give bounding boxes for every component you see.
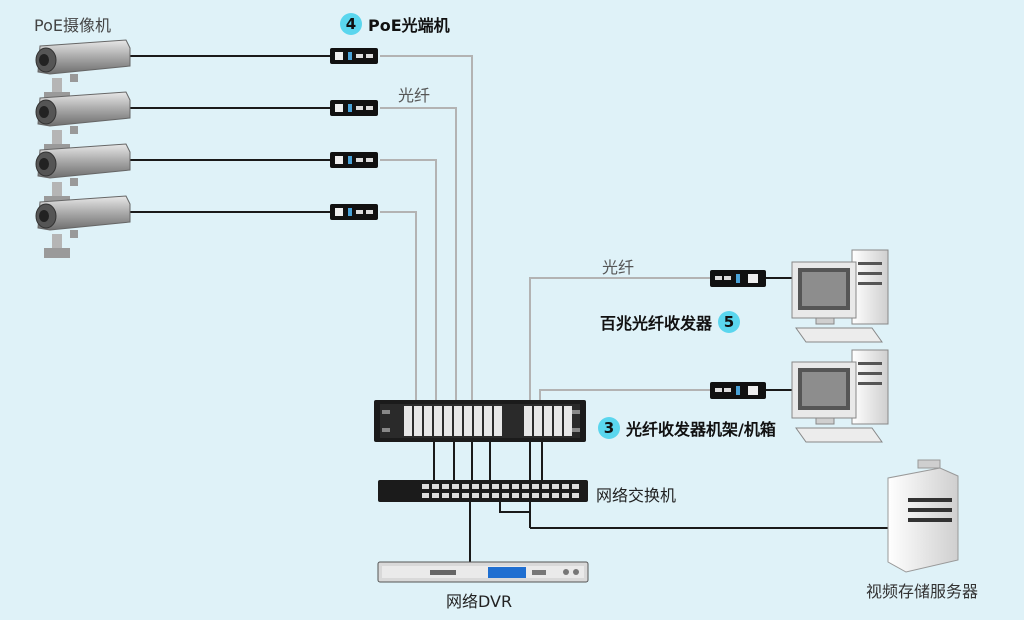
dvr-label: 网络DVR — [446, 592, 513, 611]
rack-label: 光纤收发器机架/机箱 — [626, 420, 776, 439]
badge-converter: 5 — [718, 311, 741, 333]
poe-terminal-2 — [330, 100, 378, 116]
poe-camera-label: PoE摄像机 — [34, 16, 111, 35]
pc-1 — [791, 249, 889, 343]
camera-4 — [35, 195, 131, 259]
poe-terminal-callout: 4 PoE光端机 — [340, 12, 450, 36]
network-switch — [378, 480, 588, 502]
storage-server-label: 视频存储服务器 — [866, 582, 979, 601]
switch-label: 网络交换机 — [596, 486, 677, 505]
poe-terminal-3 — [330, 152, 378, 168]
fiber-label-top: 光纤 — [398, 86, 431, 105]
media-converter-2 — [710, 382, 766, 399]
copper-cables — [130, 55, 888, 562]
pc-2 — [791, 349, 889, 443]
poe-terminal-1 — [330, 48, 378, 64]
storage-server — [887, 459, 959, 573]
badge-rack: 3 — [598, 417, 620, 439]
converter-callout: 百兆光纤收发器 5 — [600, 310, 741, 334]
media-converter-1 — [710, 270, 766, 287]
rack-callout: 3 光纤收发器机架/机箱 — [598, 416, 776, 440]
converter-label: 百兆光纤收发器 — [600, 314, 713, 333]
converter-rack — [374, 400, 586, 442]
fiber-lines — [380, 55, 710, 440]
network-dvr — [377, 561, 589, 583]
poe-terminal-4 — [330, 204, 378, 220]
badge-terminal: 4 — [340, 13, 362, 35]
poe-terminal-label: PoE光端机 — [368, 16, 450, 35]
fiber-label-right: 光纤 — [602, 258, 635, 277]
